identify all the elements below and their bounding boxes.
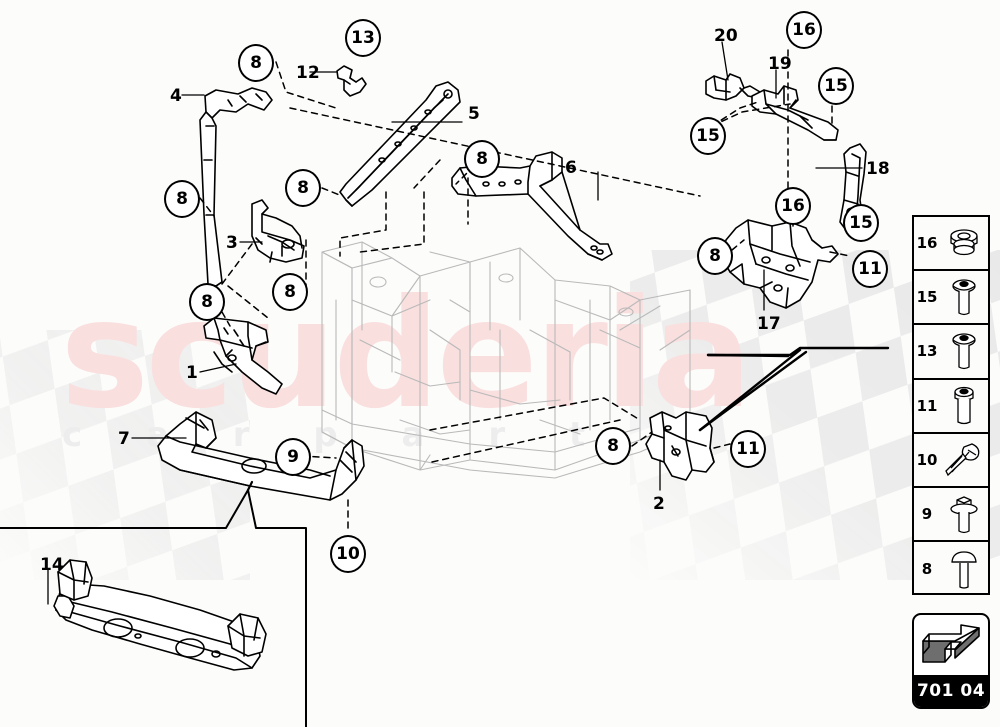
section-indicator-lines: [698, 346, 890, 432]
legend-row-11[interactable]: 11: [914, 380, 988, 434]
part-label-14: 14: [40, 555, 64, 575]
legend-row-15[interactable]: 15: [914, 271, 988, 326]
callout-16-part17[interactable]: 16: [775, 187, 811, 225]
part-label-17: 17: [757, 314, 781, 334]
part-number-code: 701 04: [914, 675, 988, 707]
callout-15-part19-right[interactable]: 15: [818, 67, 854, 105]
part-12-body: [336, 65, 367, 97]
hardware-legend: 16 15: [912, 215, 990, 595]
callout-11-part2[interactable]: 11: [730, 430, 766, 468]
legend-row-13[interactable]: 13: [914, 325, 988, 380]
dome-head-bolt-icon: [940, 547, 988, 591]
legend-number-15: 15: [916, 288, 938, 307]
legend-number-11: 11: [916, 396, 938, 415]
callout-8-left[interactable]: 8: [164, 180, 200, 218]
callout-15-part20[interactable]: 15: [690, 117, 726, 155]
legend-number-10: 10: [916, 450, 938, 469]
part-5-body: [339, 81, 461, 207]
part-label-4: 4: [170, 86, 182, 106]
part-14-body: [53, 559, 267, 671]
callout-16-top[interactable]: 16: [786, 11, 822, 49]
legend-number-16: 16: [916, 234, 938, 253]
part-4-body: [199, 87, 273, 287]
legend-row-16[interactable]: 16: [914, 217, 988, 272]
detail-view-frame: [0, 489, 307, 727]
grommet-icon: [940, 223, 988, 263]
legend-number-8: 8: [921, 560, 933, 579]
part-1-body: [203, 317, 283, 395]
callout-10-part7[interactable]: 10: [330, 535, 366, 573]
part-6-body: [451, 151, 613, 261]
detail-view-pointer: [246, 480, 254, 492]
part-label-2: 2: [653, 494, 665, 514]
legend-number-9: 9: [921, 505, 933, 524]
part-7-body: [157, 411, 365, 501]
legend-number-13: 13: [916, 342, 938, 361]
part-number-stamp: 701 04: [912, 613, 990, 709]
angled-clip-bolt-icon: [940, 438, 988, 482]
callout-9-part7[interactable]: 9: [275, 438, 311, 476]
part-label-7: 7: [118, 429, 130, 449]
part-label-19: 19: [768, 54, 792, 74]
legend-row-9[interactable]: 9: [914, 488, 988, 543]
part-label-20: 20: [714, 26, 738, 46]
socket-head-bolt-icon: [940, 384, 988, 428]
callout-13[interactable]: 13: [345, 19, 381, 57]
callout-8-part17[interactable]: 8: [697, 237, 733, 275]
legend-row-8[interactable]: 8: [914, 542, 988, 596]
callout-11-part17[interactable]: 11: [852, 250, 888, 288]
part-label-12: 12: [296, 63, 320, 83]
part-leader-lines: [47, 41, 863, 605]
flange-head-bolt-icon-13: [940, 329, 988, 373]
callout-8-part4[interactable]: 8: [238, 44, 274, 82]
part-label-6: 6: [565, 158, 577, 178]
flange-head-bolt-icon: [940, 275, 988, 319]
callout-8-part6[interactable]: 8: [464, 140, 500, 178]
part-3-body: [251, 199, 305, 263]
callout-8-part1[interactable]: 8: [189, 283, 225, 321]
part-17-body: [721, 219, 839, 309]
callout-15-part18[interactable]: 15: [843, 204, 879, 242]
callout-8-part5[interactable]: 8: [285, 169, 321, 207]
callout-8-part3[interactable]: 8: [272, 273, 308, 311]
chassis-frame-ghost: [321, 241, 691, 479]
part-label-18: 18: [866, 159, 890, 179]
hex-washer-bolt-icon: [940, 492, 988, 536]
legend-row-10[interactable]: 10: [914, 434, 988, 488]
part-label-5: 5: [468, 104, 480, 124]
part-label-3: 3: [226, 233, 238, 253]
callout-8-part2[interactable]: 8: [595, 427, 631, 465]
part-2-body: [645, 411, 715, 481]
part-label-1: 1: [186, 363, 198, 383]
arrow-up-right-3d-icon: [914, 615, 988, 675]
